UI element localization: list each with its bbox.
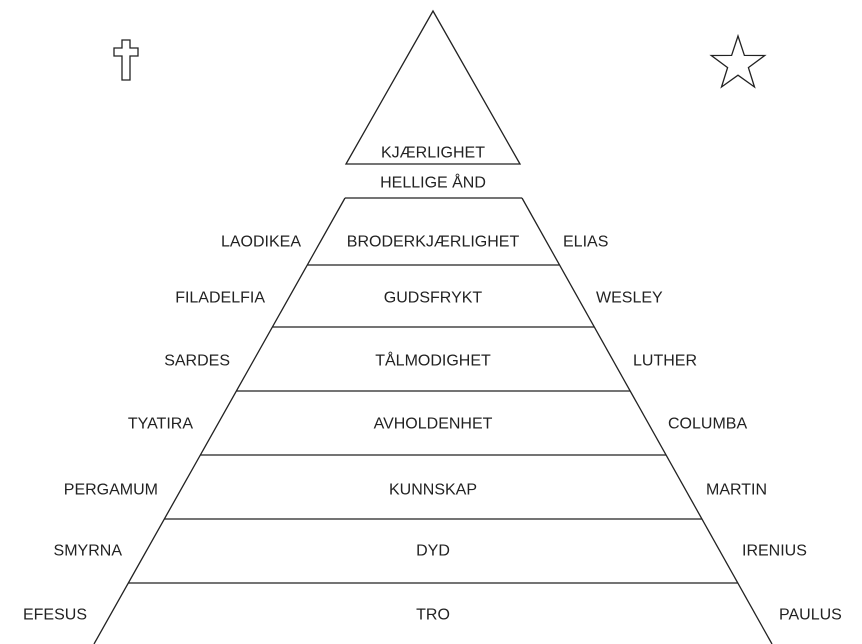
level-church-label: PERGAMUM xyxy=(64,482,158,499)
level-virtue-label: GUDSFRYKT xyxy=(384,290,483,307)
level-person-label: LUTHER xyxy=(633,353,697,370)
pyramid-body xyxy=(93,197,773,644)
level-church-label: SARDES xyxy=(164,353,230,370)
spirit-label: HELLIGE ÅND xyxy=(380,173,486,192)
level-virtue-label: BRODERKJÆRLIGHET xyxy=(347,234,520,251)
level-row: KUNNSKAP PERGAMUM MARTIN xyxy=(64,482,767,499)
star-icon xyxy=(709,33,767,89)
level-virtue-label: TÅLMODIGHET xyxy=(375,351,491,370)
apex-triangle xyxy=(344,9,522,165)
level-person-label: ELIAS xyxy=(563,234,608,251)
level-church-label: FILADELFIA xyxy=(175,290,265,307)
level-row: BRODERKJÆRLIGHET LAODIKEA ELIAS xyxy=(221,234,608,251)
apex-label: KJÆRLIGHET xyxy=(381,145,485,162)
level-row: AVHOLDENHET TYATIRA COLUMBA xyxy=(128,416,748,433)
level-church-label: SMYRNA xyxy=(54,543,123,560)
level-person-label: IRENIUS xyxy=(742,543,807,560)
pyramid-right-edge xyxy=(521,197,773,644)
level-virtue-label: TRO xyxy=(416,607,450,624)
level-row: GUDSFRYKT FILADELFIA WESLEY xyxy=(175,290,663,307)
level-person-label: WESLEY xyxy=(596,290,663,307)
level-row: TÅLMODIGHET SARDES LUTHER xyxy=(164,351,697,370)
level-virtue-label: AVHOLDENHET xyxy=(374,416,493,433)
pyramid-left-edge xyxy=(93,197,346,644)
level-row: TRO EFESUS PAULUS xyxy=(23,607,842,624)
level-church-label: EFESUS xyxy=(23,607,87,624)
level-church-label: TYATIRA xyxy=(128,416,194,433)
level-church-label: LAODIKEA xyxy=(221,234,301,251)
level-person-label: MARTIN xyxy=(706,482,767,499)
level-person-label: COLUMBA xyxy=(668,416,747,433)
level-virtue-label: KUNNSKAP xyxy=(389,482,477,499)
level-virtue-label: DYD xyxy=(416,543,450,560)
cross-icon xyxy=(113,39,139,81)
level-row: DYD SMYRNA IRENIUS xyxy=(54,543,807,560)
level-person-label: PAULUS xyxy=(779,607,842,624)
level-dividers xyxy=(128,264,738,584)
